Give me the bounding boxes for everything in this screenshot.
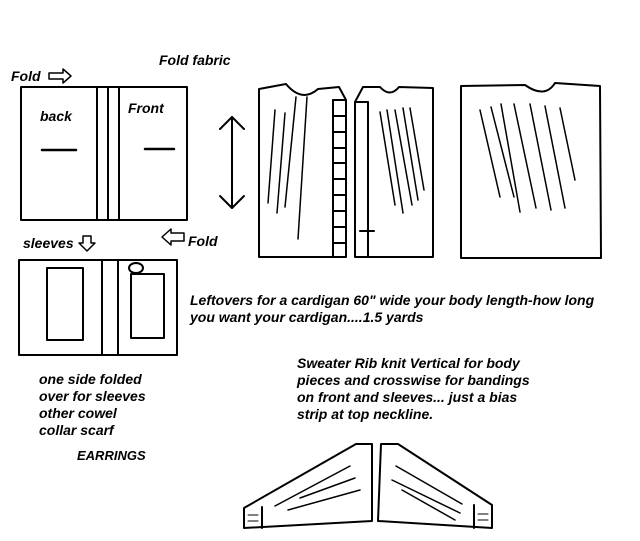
one-side-note: one side folded over for sleeves other c… xyxy=(39,371,146,439)
fabric-outline xyxy=(20,86,188,221)
rib-knit-note: Sweater Rib knit Vertical for body piece… xyxy=(297,355,530,423)
arrow-left-icon xyxy=(161,228,185,246)
cardigan-right-front xyxy=(354,86,434,258)
leftovers-note: Leftovers for a cardigan 60" wide your b… xyxy=(190,292,594,326)
fold-fabric-label: Fold fabric xyxy=(159,52,231,68)
rib-line-2: pieces and crosswise for bandings xyxy=(297,372,530,388)
fold-bottom-label: Fold xyxy=(188,233,218,249)
leftovers-line-1: Leftovers for a cardigan 60" wide your b… xyxy=(190,292,595,308)
one-side-line-1: one side folded xyxy=(39,371,142,387)
back-label: back xyxy=(40,108,72,124)
fold-top-label: Fold xyxy=(11,68,41,84)
one-side-line-3: other cowel xyxy=(39,405,117,421)
one-side-line-4: collar scarf xyxy=(39,422,114,438)
fabric-layout-top xyxy=(20,86,188,221)
arrow-down-icon xyxy=(78,235,96,252)
leftovers-line-2: you want your cardigan....1.5 yards xyxy=(190,309,424,325)
button-circle xyxy=(128,262,144,274)
sleeves-label: sleeves xyxy=(23,235,74,251)
cardigan-left-front xyxy=(258,83,347,258)
rib-line-4: strip at top neckline. xyxy=(297,406,434,422)
sleeve-drawing-right xyxy=(377,443,493,529)
sleeve-piece-right xyxy=(130,273,165,339)
earrings-label: EARRINGS xyxy=(77,448,146,463)
sleeve-piece-left xyxy=(46,267,84,341)
sleeve-drawing-left xyxy=(243,443,373,529)
double-arrow-vertical-icon xyxy=(219,116,245,209)
cardigan-back xyxy=(460,82,602,259)
front-label: Front xyxy=(128,100,164,116)
rib-line-1: Sweater Rib knit Vertical for body xyxy=(297,355,520,371)
one-side-line-2: over for sleeves xyxy=(39,388,146,404)
fabric-layout-sleeves xyxy=(18,259,178,356)
sleeves-fabric-outline xyxy=(18,259,178,356)
rib-line-3: on front and sleeves... just a bias xyxy=(297,389,518,405)
arrow-right-icon xyxy=(48,68,72,84)
